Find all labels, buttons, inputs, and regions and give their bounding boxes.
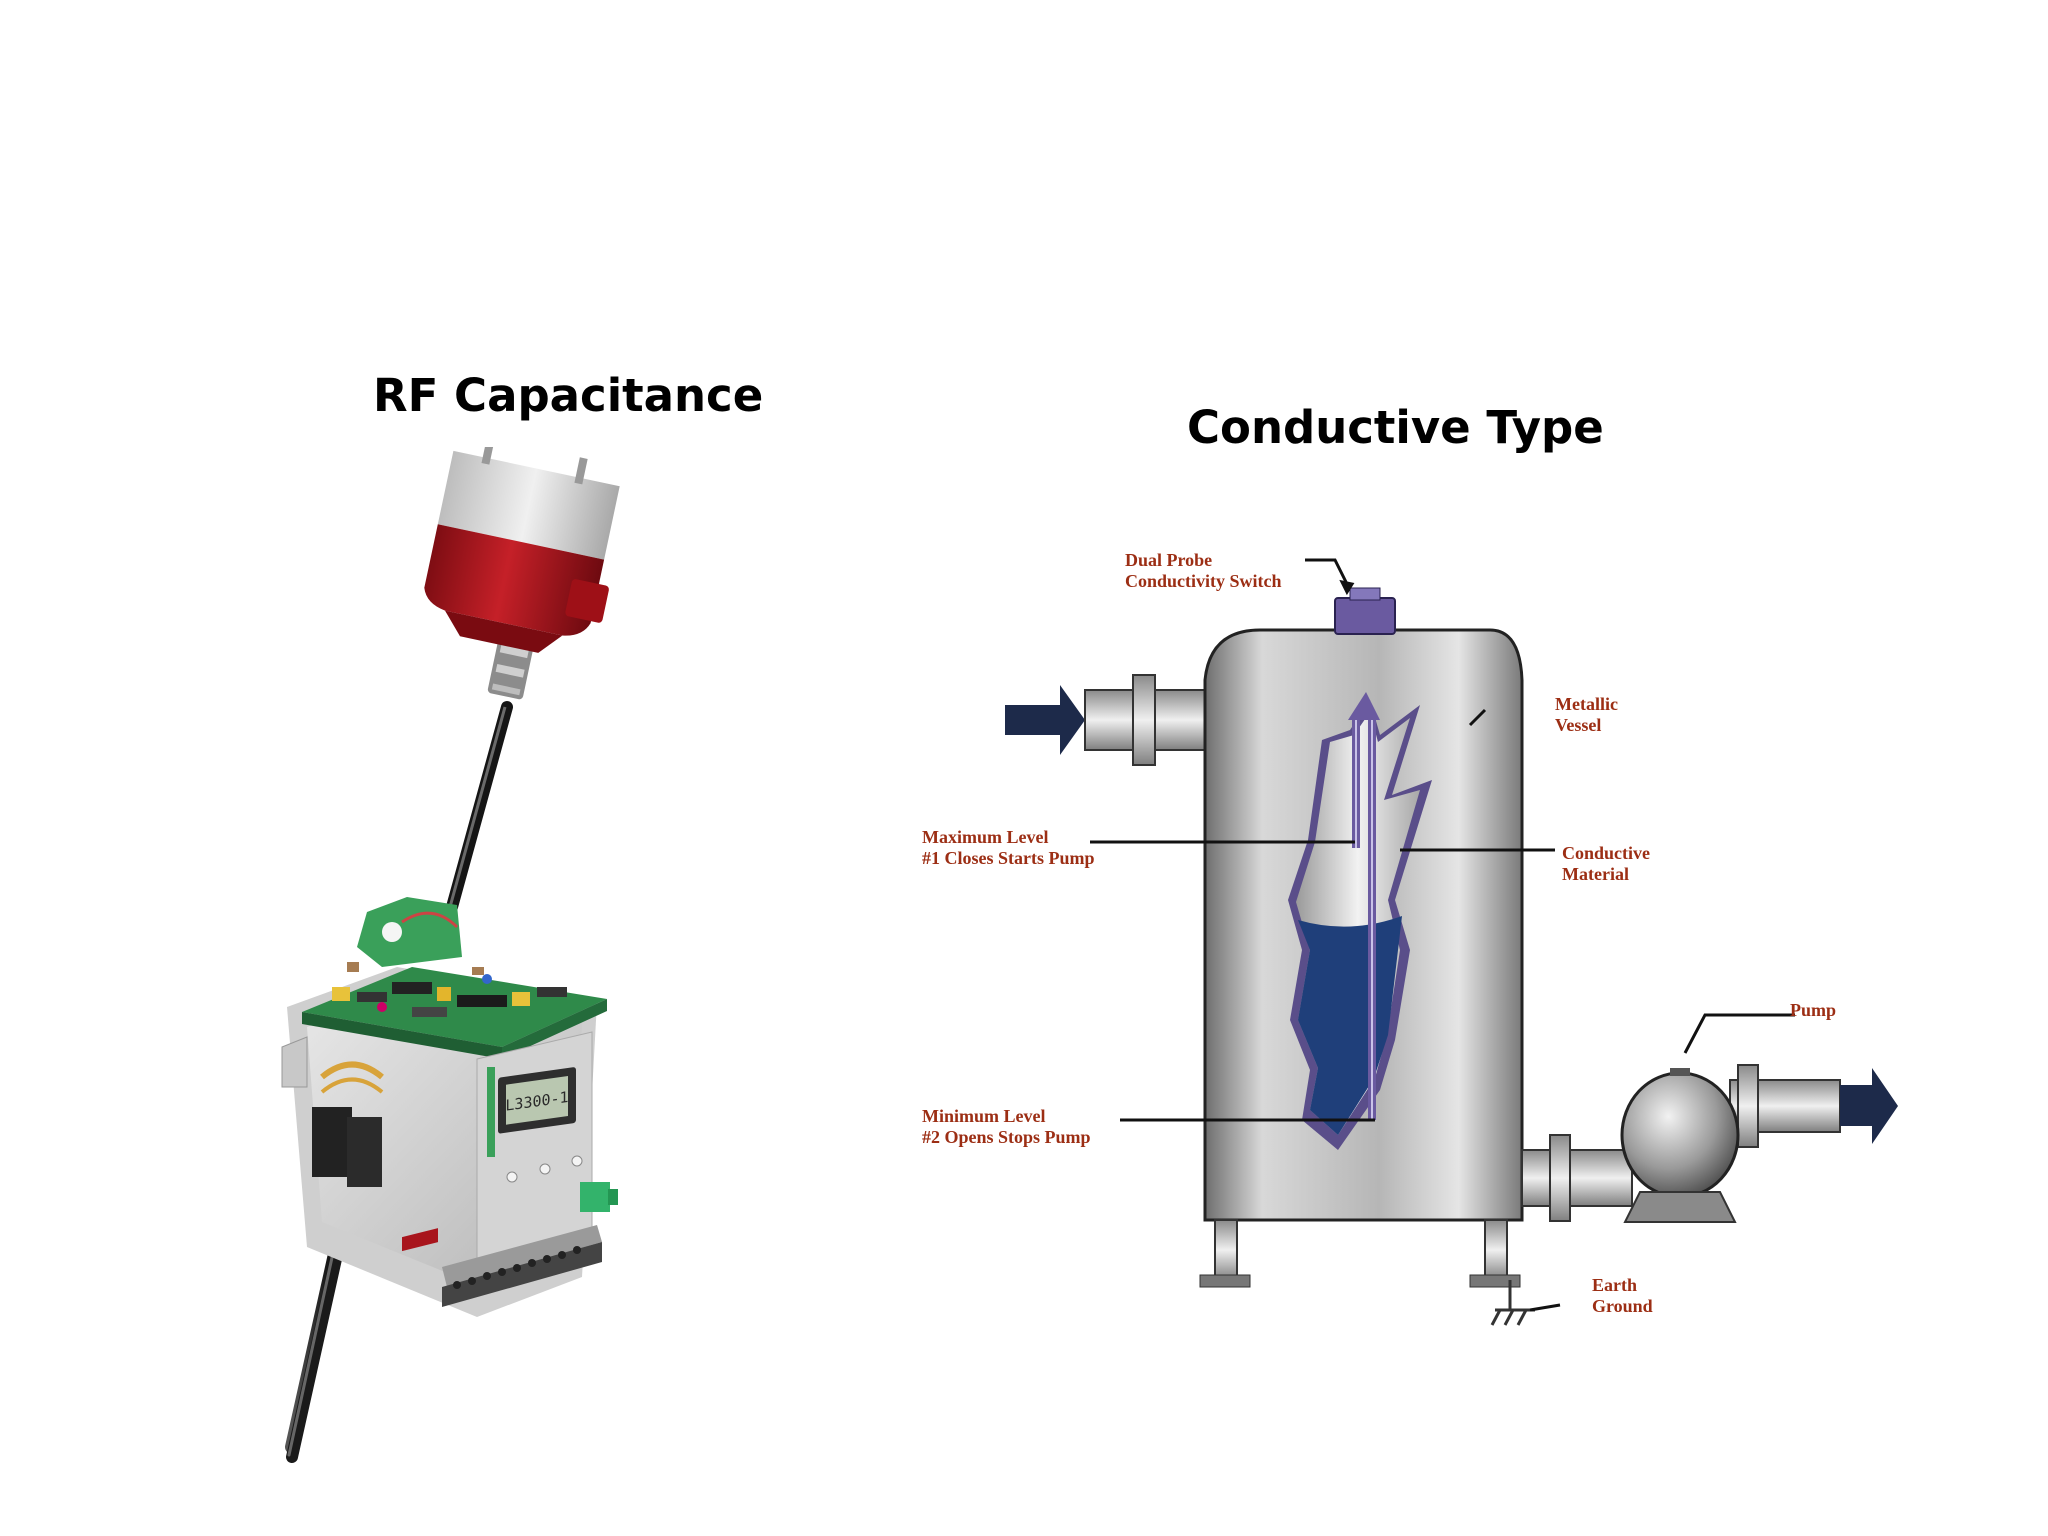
outlet-arrow <box>1840 1068 1898 1144</box>
rf-capacitance-title: RF Capacitance <box>373 369 764 422</box>
circuit-board <box>302 897 607 1059</box>
pump <box>1620 1068 1740 1223</box>
label-min-level-line2: #2 Opens Stops Pump <box>922 1127 1091 1147</box>
label-ground-line2: Ground <box>1592 1296 1653 1316</box>
rf-capacitance-device-photo: L3300-1 <box>262 447 762 1536</box>
label-dual-probe-line2: Conductivity Switch <box>1125 571 1282 591</box>
label-dual-probe-switch: Dual Probe Conductivity Switch <box>1125 550 1282 592</box>
display-faceplate: L3300-1 <box>476 1031 593 1278</box>
label-material-line2: Material <box>1562 864 1629 884</box>
probe-housing <box>424 447 620 653</box>
conductive-level-diagram: Dual Probe Conductivity Switch Metallic … <box>910 480 2030 1360</box>
label-min-level-line1: Minimum Level <box>922 1106 1046 1126</box>
conductivity-switch <box>1334 587 1396 635</box>
label-maximum-level: Maximum Level #1 Closes Starts Pump <box>922 827 1095 869</box>
label-material-line1: Conductive <box>1562 843 1651 863</box>
label-metallic-vessel: Metallic Vessel <box>1555 694 1618 736</box>
label-dual-probe-line1: Dual Probe <box>1125 550 1213 570</box>
label-earth-ground: Earth Ground <box>1592 1275 1653 1317</box>
label-vessel-line2: Vessel <box>1555 715 1602 735</box>
label-max-level-line2: #1 Closes Starts Pump <box>922 848 1095 868</box>
label-conductive-material: Conductive Material <box>1562 843 1650 885</box>
outlet-pipe <box>1521 1064 1841 1222</box>
label-ground-line1: Earth <box>1592 1275 1637 1295</box>
label-pump: Pump <box>1790 1000 1837 1020</box>
terminal-strip <box>402 1182 618 1307</box>
earth-ground-symbol <box>1490 1280 1535 1326</box>
dual-probes <box>1348 692 1380 1120</box>
inlet-arrow <box>1005 685 1085 755</box>
label-minimum-level: Minimum Level #2 Opens Stops Pump <box>922 1106 1091 1148</box>
label-vessel-line1: Metallic <box>1555 694 1618 714</box>
label-max-level-line1: Maximum Level <box>922 827 1049 847</box>
conductive-type-title: Conductive Type <box>1187 401 1604 454</box>
label-leader-lines <box>1090 558 1795 1312</box>
probe-rod-upper <box>446 701 513 913</box>
